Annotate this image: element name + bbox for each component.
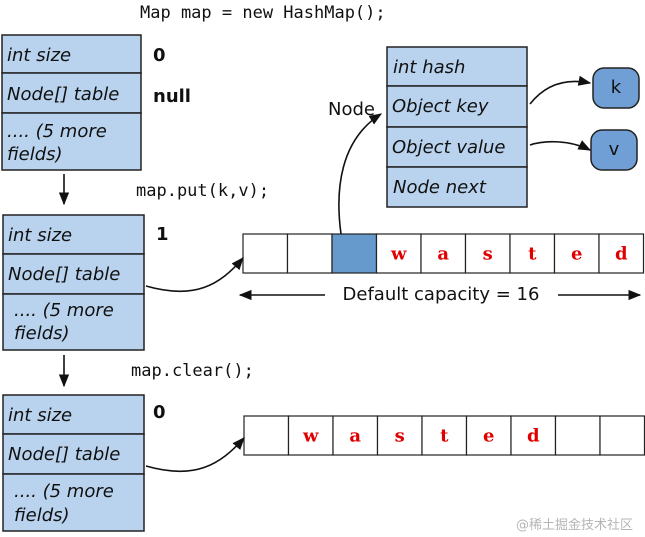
wasted-letter: e xyxy=(483,426,494,447)
array-cell xyxy=(332,415,379,456)
field-more-fields: .... (5 more xyxy=(14,481,114,502)
node-pointer-arrow xyxy=(338,113,383,235)
node-label: Node xyxy=(328,99,375,120)
array-cell xyxy=(598,233,645,274)
size-value-initial: 0 xyxy=(153,45,166,66)
map-box-initial: int size Node[] table .... (5 more field… xyxy=(1,34,142,171)
map-box-after-clear: int size Node[] table .... (5 more field… xyxy=(2,394,145,532)
field-node-table: Node[] table xyxy=(8,264,120,285)
array-cell xyxy=(464,233,511,274)
wasted-letter: d xyxy=(527,426,540,447)
array-cell xyxy=(553,233,600,274)
wasted-letter: s xyxy=(483,244,493,265)
field-more-fields-cont: fields) xyxy=(7,144,63,165)
field-node-table: Node[] table xyxy=(8,444,120,465)
field-more-fields-cont: fields) xyxy=(14,323,70,344)
array-cell xyxy=(599,415,645,456)
node-object: int hash Object key Object value Node ne… xyxy=(386,46,528,208)
code-new-hashmap: Map map = new HashMap(); xyxy=(140,3,386,23)
watermark: @稀土掘金技术社区 xyxy=(516,517,633,533)
field-more-fields-cont: fields) xyxy=(14,505,70,526)
wasted-letter: e xyxy=(571,244,582,265)
key-object: k xyxy=(592,67,640,109)
array-cell xyxy=(243,415,290,456)
array-cell-occupied xyxy=(331,233,378,274)
code-clear: map.clear(); xyxy=(131,361,254,381)
wasted-letter: d xyxy=(615,244,628,265)
wasted-letter: a xyxy=(437,244,449,265)
map-box-after-put: int size Node[] table .... (5 more field… xyxy=(2,214,145,351)
code-put: map.put(k,v); xyxy=(136,181,269,201)
capacity-label: Default capacity = 16 xyxy=(343,284,540,305)
field-node-table: Node[] table xyxy=(7,84,119,105)
value-object: v xyxy=(590,129,638,171)
array-cell xyxy=(465,415,512,456)
field-more-fields: .... (5 more xyxy=(14,300,114,321)
value-arrow xyxy=(529,140,592,151)
wasted-letter: t xyxy=(528,244,537,265)
size-value-after-put: 1 xyxy=(156,224,169,245)
array-cell xyxy=(286,233,333,274)
node-field-hash: int hash xyxy=(393,57,465,78)
wasted-letter: w xyxy=(390,244,407,265)
table-pointer-arrow-clear xyxy=(145,437,245,473)
node-field-next: Node next xyxy=(393,177,487,198)
value-label: v xyxy=(609,139,620,160)
array-cell xyxy=(510,415,557,456)
node-field-value: Object value xyxy=(392,137,506,158)
key-arrow xyxy=(529,75,592,105)
field-int-size: int size xyxy=(7,45,71,66)
wasted-letter: s xyxy=(395,426,405,447)
array-cell xyxy=(287,415,334,456)
size-value-after-clear: 0 xyxy=(153,402,166,423)
array-cell xyxy=(420,233,467,274)
array-cell xyxy=(554,415,601,456)
node-field-key: Object key xyxy=(392,96,489,117)
wasted-letter: t xyxy=(440,426,449,447)
array-cell xyxy=(242,233,289,274)
array-cell xyxy=(375,233,422,274)
field-int-size: int size xyxy=(8,405,72,426)
wasted-letter: a xyxy=(349,426,361,447)
table-value-null: null xyxy=(153,86,191,107)
field-int-size: int size xyxy=(8,225,72,246)
key-label: k xyxy=(611,77,622,98)
field-more-fields: .... (5 more xyxy=(7,121,107,142)
wasted-letter: w xyxy=(302,426,319,447)
table-pointer-arrow-put xyxy=(145,257,244,293)
